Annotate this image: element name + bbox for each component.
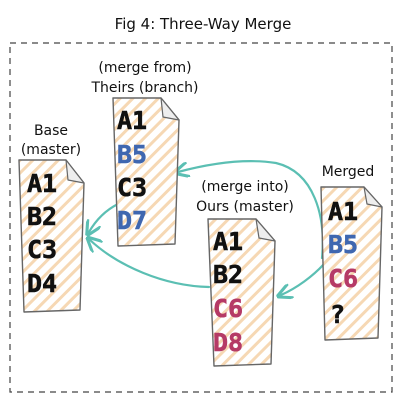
merged-document: Merged A1 B5 C6 ? [320,164,383,341]
merged-line-2: B5 [328,230,358,259]
ours-line-4: D8 [213,328,243,357]
figure-title: Fig 4: Three-Way Merge [115,15,292,33]
merged-line-3: C6 [328,264,358,293]
base-line-1: A1 [27,169,57,198]
ours-page-fold [255,218,276,242]
base-label-line-1: Base [34,123,68,139]
theirs-label-line-1: (merge from) [98,60,191,76]
ours-line-1: A1 [213,227,243,256]
base-label-line-2: (master) [21,142,81,158]
base-document: Base (master) A1 B2 C3 D4 [18,123,85,313]
base-line-2: B2 [27,202,57,231]
theirs-document: (merge from) Theirs (branch) A1 B5 C3 D7 [90,60,199,247]
base-line-4: D4 [27,269,57,298]
arrow-ours-to-base [90,240,211,289]
theirs-line-2: B5 [117,140,147,169]
ours-line-2: B2 [213,260,243,289]
theirs-page [112,97,180,247]
diagram-frame [9,42,393,393]
merged-line-1: A1 [328,197,358,226]
theirs-label-line-2: Theirs (branch) [90,80,198,96]
merged-line-4: ? [330,300,345,329]
theirs-page-fold [160,97,180,121]
merged-label: Merged [322,164,375,180]
arrow-merged-to-ours [281,262,326,295]
merged-page [320,186,383,341]
ours-label-line-1: (merge into) [201,179,288,195]
ours-document: (merge into) Ours (master) A1 B2 C6 D8 [196,179,294,367]
ours-page [207,218,276,367]
theirs-line-4: D7 [117,206,147,235]
theirs-line-3: C3 [117,173,147,202]
base-page-fold [65,159,85,184]
theirs-line-1: A1 [117,106,147,135]
ours-line-3: C6 [213,294,243,323]
base-line-3: C3 [27,235,57,264]
merged-page-fold [363,186,383,208]
base-page [18,159,85,313]
ours-label-line-2: Ours (master) [196,199,294,215]
arrow-theirs-to-base [89,202,120,232]
